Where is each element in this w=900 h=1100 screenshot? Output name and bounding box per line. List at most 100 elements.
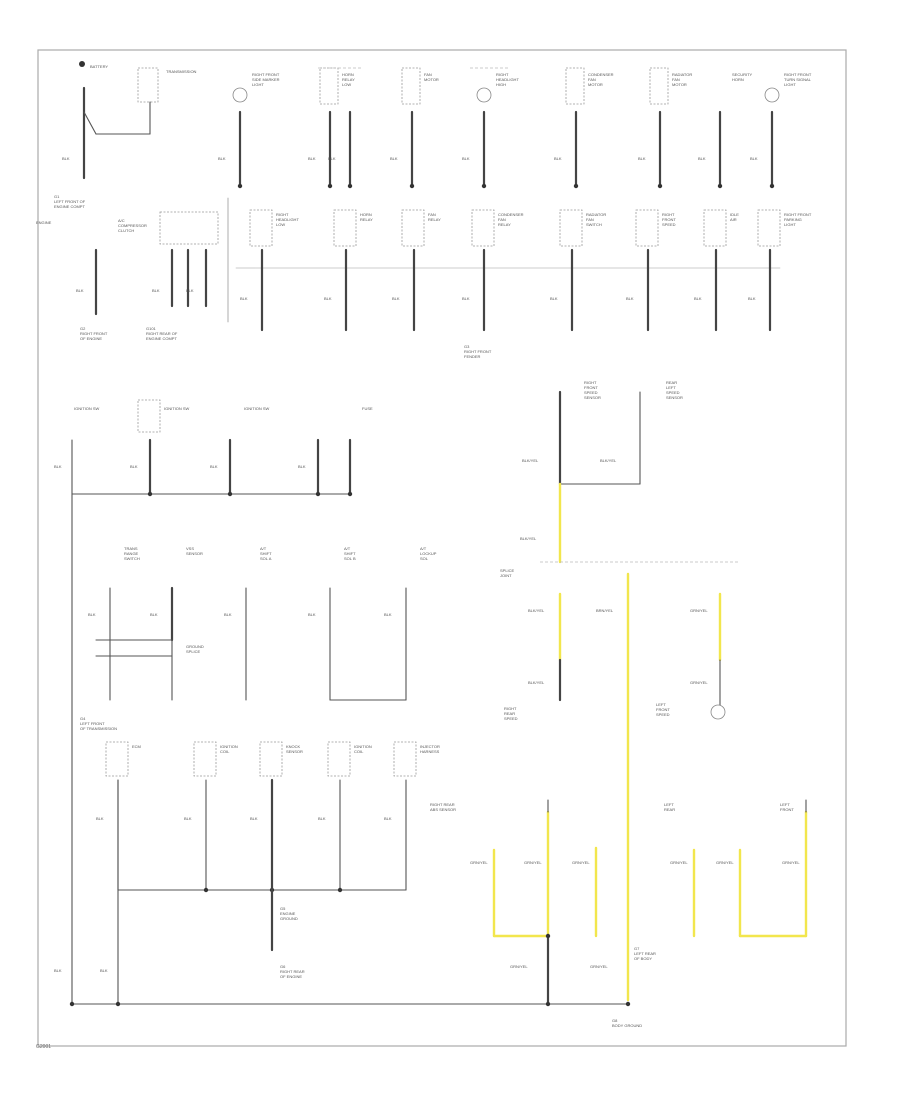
wire-label: G2 [80, 326, 86, 331]
wire-label: RIGHT [504, 706, 517, 711]
wire-label: SOL [420, 556, 429, 561]
wire-label: INJECTOR [420, 744, 440, 749]
wire-label: RANGE [124, 551, 139, 556]
wire-label: HORN [342, 72, 354, 77]
wire-label: GRN/YEL [590, 964, 608, 969]
wire-label: FAN [588, 77, 596, 82]
wire-label: GRN/YEL [716, 860, 734, 865]
wire-label: OF ENGINE [80, 336, 102, 341]
wire-label: LEFT FRONT [80, 721, 105, 726]
wire-label: JOINT [500, 573, 512, 578]
wire-label: PARKING [784, 217, 802, 222]
lamp-symbol [476, 87, 492, 103]
wire-label: BLK [224, 612, 232, 617]
component-box [193, 741, 217, 777]
wire-label: FAN [428, 212, 436, 217]
wire-label: GRN/YEL [470, 860, 488, 865]
wire-label: LEFT [656, 702, 666, 707]
wire-label: HORN [360, 212, 372, 217]
wire-label: ECM [132, 744, 141, 749]
wire-label: GROUND [186, 644, 204, 649]
wire-label: A/C [118, 218, 125, 223]
splice-node [347, 491, 353, 497]
wire-label: IGNITION [354, 744, 372, 749]
splice-node [481, 183, 487, 189]
wire-label: LEFT [664, 802, 674, 807]
wire-label: ENGINE [280, 911, 296, 916]
wire-label: SENSOR [286, 749, 303, 754]
wire-label: RIGHT [584, 380, 597, 385]
wire-label: BLK [298, 464, 306, 469]
wire-label: OF TRANSMISSION [80, 726, 117, 731]
component-box [703, 209, 727, 247]
splice-node [237, 183, 243, 189]
wire-label: FAN [586, 217, 594, 222]
wire-label: GRN/YEL [510, 964, 528, 969]
wire-label: CLUTCH [118, 228, 134, 233]
wire-label: G4 [80, 716, 86, 721]
component-box [319, 67, 339, 105]
wire-label: ABS SENSOR [430, 807, 456, 812]
wire-label: RELAY [498, 222, 511, 227]
wire-label: BLK [384, 816, 392, 821]
wire-label: SPEED [584, 390, 598, 395]
splice-node [315, 491, 321, 497]
wire-label: BLK [62, 156, 70, 161]
wire-label: BLK [750, 156, 758, 161]
wire-label: LIGHT [252, 82, 264, 87]
diagram-footer-code: G2001 [36, 1044, 52, 1050]
wire-label: REAR [664, 807, 675, 812]
component-box [105, 741, 129, 777]
wire-label: GRN/YEL [690, 680, 708, 685]
wire-label: REAR [666, 380, 677, 385]
wire-label: BLK [638, 156, 646, 161]
component-box [333, 209, 357, 247]
wire-label: RIGHT FRONT [464, 349, 492, 354]
wire-label: CONDENSER [588, 72, 614, 77]
wire-label: FENDER [464, 354, 481, 359]
wire-label: SPLICE [186, 649, 201, 654]
wire-label: BLK [100, 968, 108, 973]
wire-label: G1 [54, 194, 60, 199]
lamp-symbol [232, 87, 248, 103]
wire-label: FAN [498, 217, 506, 222]
splice-node [347, 183, 353, 189]
wire-label: G7 [634, 946, 640, 951]
wire-label: SPEED [656, 712, 670, 717]
wire-label: MOTOR [424, 77, 439, 82]
wire-label: CONDENSER [498, 212, 524, 217]
splice-node [203, 887, 209, 893]
wire-label: IDLE [730, 212, 739, 217]
component-box [471, 209, 495, 247]
splice-node [769, 183, 775, 189]
wire-label: OF BODY [634, 956, 652, 961]
component-box [401, 67, 421, 105]
wire-label: COMPRESSOR [118, 223, 147, 228]
wire-label: A/T [344, 546, 351, 551]
wire-label: G8 [612, 1018, 618, 1023]
wire-label: GRN/YEL [690, 608, 708, 613]
wire-label: LEFT [666, 385, 676, 390]
wire-label: LIGHT [784, 222, 796, 227]
wire-label: RIGHT [496, 72, 509, 77]
wire-label: SENSOR [186, 551, 203, 556]
wire-label: BLK [210, 464, 218, 469]
wire-label: BLK [54, 464, 62, 469]
wire-label: RIGHT [662, 212, 675, 217]
wire-label: GRN/YEL [524, 860, 542, 865]
wire-label: BLK [550, 296, 558, 301]
wire-label: LOCKUP [420, 551, 437, 556]
wire-label: SENSOR [584, 395, 601, 400]
component-box [649, 67, 669, 105]
wire-label: BLK [218, 156, 226, 161]
ignition-label: IGNITION SW [74, 406, 100, 411]
wire-label: SECURITY [732, 72, 753, 77]
wire-label: RADIATOR [586, 212, 606, 217]
wire-label: SENSOR [666, 395, 683, 400]
transmission-label: TRANSMISSION [166, 69, 197, 74]
splice-node [717, 183, 723, 189]
wire-label: G6 [280, 964, 286, 969]
wire-label: SPEED [662, 222, 676, 227]
wire-label: FAN [672, 77, 680, 82]
